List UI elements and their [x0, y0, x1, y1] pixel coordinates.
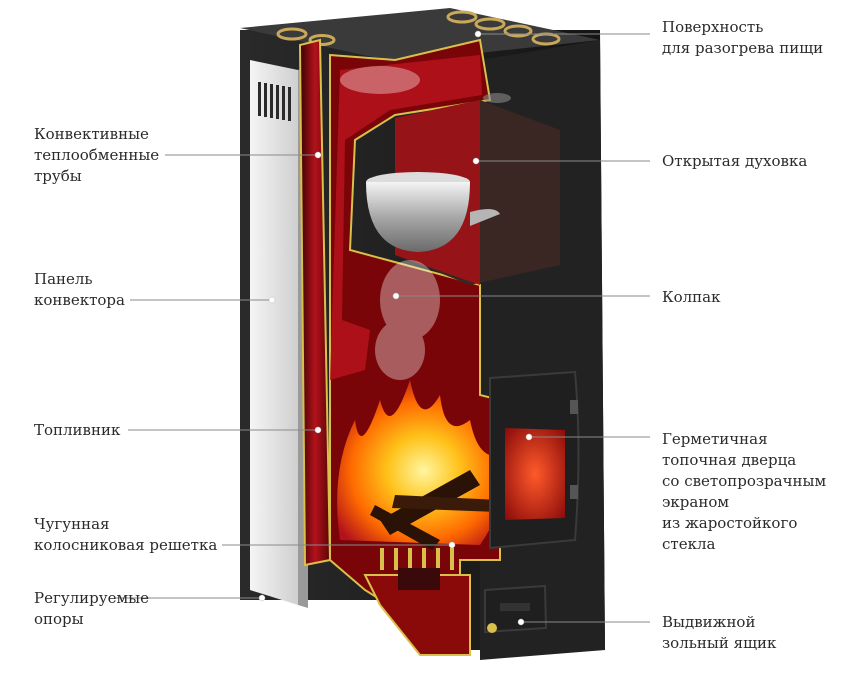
pot [366, 172, 500, 252]
label-convector-panel: Панель конвектора [34, 270, 125, 309]
label-open-oven: Открытая духовка [662, 152, 808, 170]
ash-pit [363, 568, 471, 656]
cooking-surface-rings [276, 10, 561, 46]
leader-dots [258, 30, 533, 626]
label-firebox-door: Герметичная топочная дверца со светопроз… [662, 430, 827, 553]
label-legs: Регулируемые опоры [34, 589, 149, 628]
label-hood: Колпак [662, 288, 721, 306]
leader-lines [116, 33, 650, 623]
label-firebox: Топливник [34, 421, 121, 439]
label-grate: Чугунная колосниковая решетка [34, 515, 218, 554]
label-ash-drawer: Выдвижной зольный ящик [662, 613, 777, 652]
smoke [340, 66, 440, 380]
ash-drawer [484, 584, 548, 634]
grate [380, 548, 454, 570]
label-convection-pipes: Конвективные теплообменные трубы [34, 125, 160, 185]
brand-plate [483, 93, 511, 103]
label-cooking-surface: Поверхность для разогрева пищи [662, 18, 824, 57]
fire [337, 380, 510, 550]
firebox-door [489, 370, 580, 550]
convector-panel [250, 60, 308, 608]
